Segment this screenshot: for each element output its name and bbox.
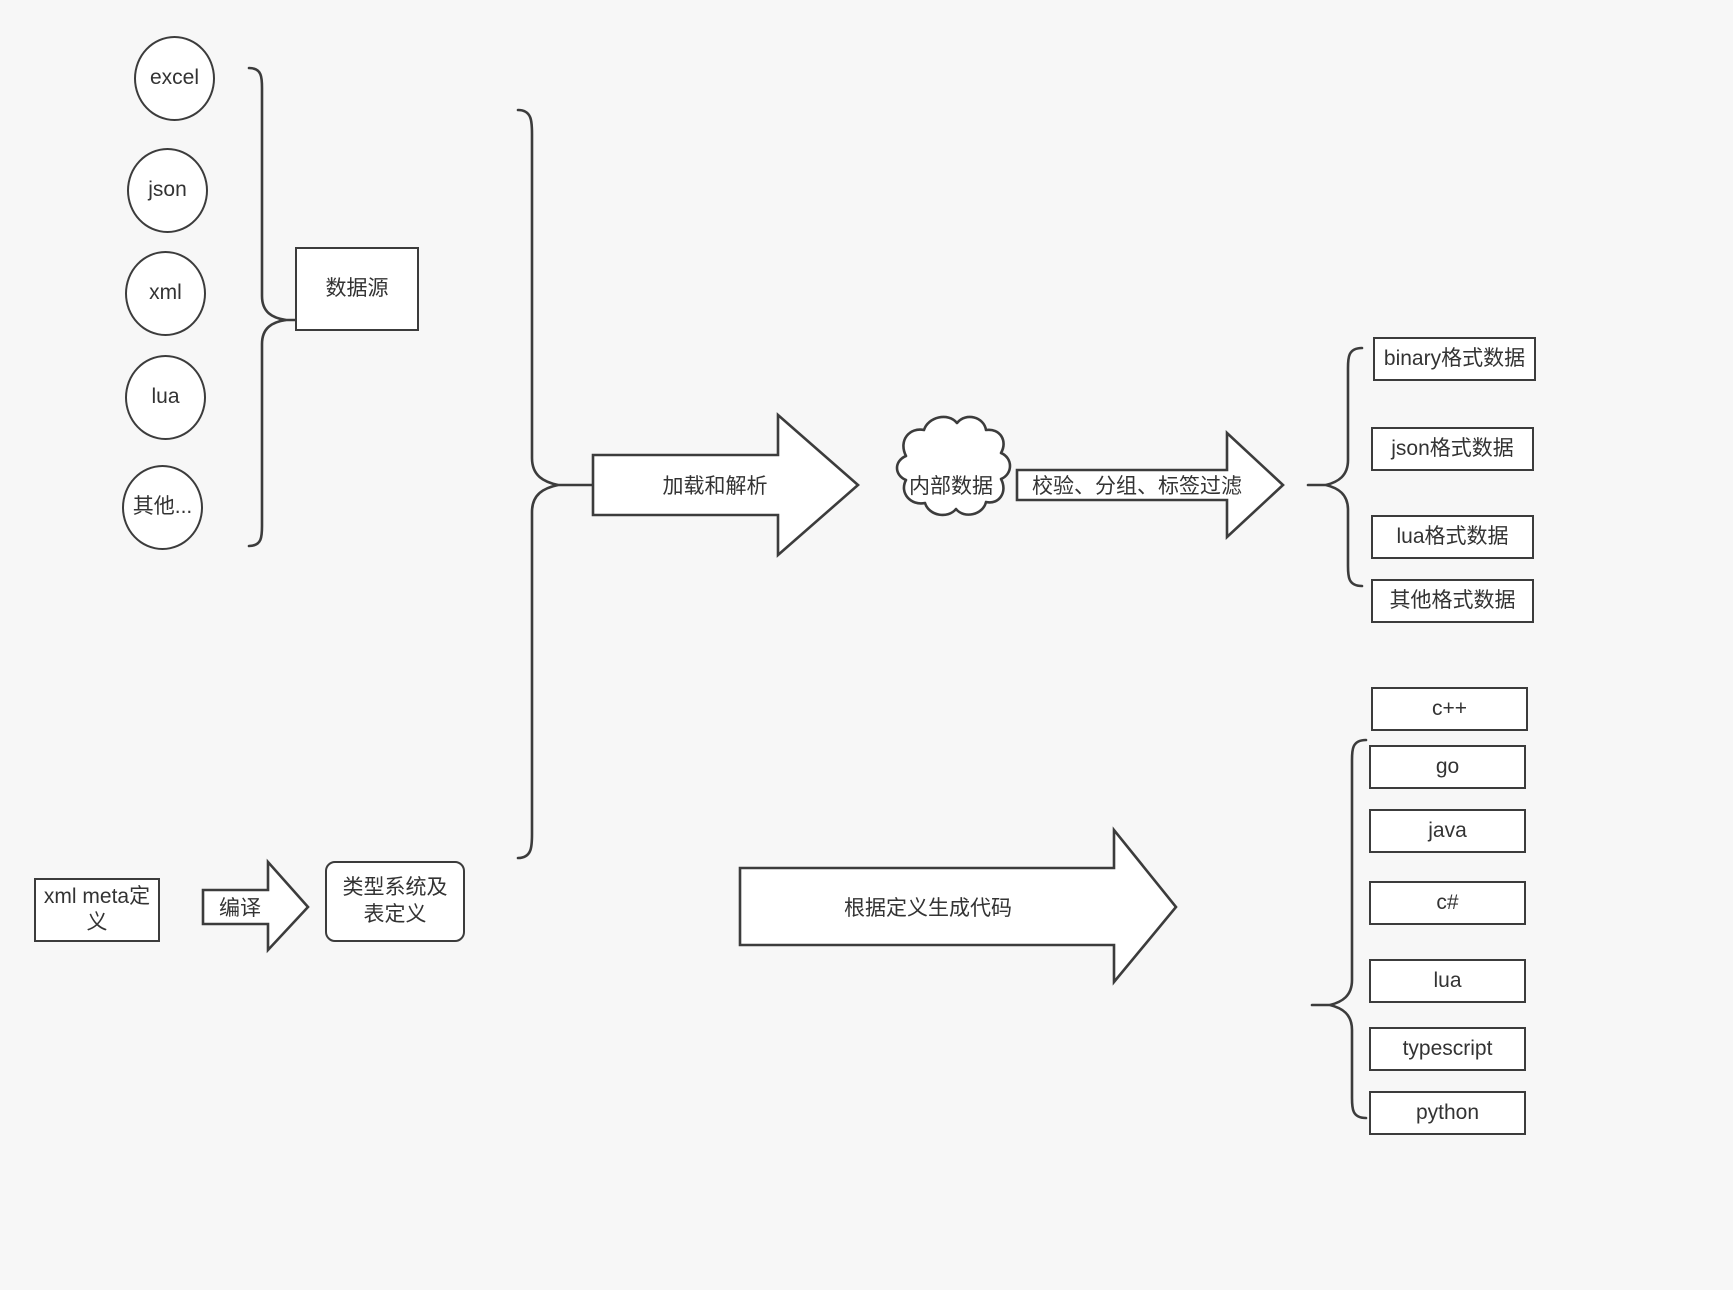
data-source-box-label: 数据源 [325, 276, 389, 300]
source-node-other[interactable]: 其他... [122, 465, 203, 550]
output-language-typescript[interactable]: typescript [1369, 1027, 1526, 1071]
source-node-json-label: json [148, 178, 187, 202]
output-language-go-label: go [1435, 754, 1460, 778]
output-format-other-label: 其他格式数据 [1389, 588, 1516, 612]
output-language-python[interactable]: python [1369, 1091, 1526, 1135]
codegen-arrow [738, 826, 1178, 986]
output-format-other[interactable]: 其他格式数据 [1371, 579, 1534, 623]
output-language-csharp-label: c# [1436, 890, 1459, 914]
output-language-lua-label: lua [1433, 968, 1462, 992]
source-node-lua[interactable]: lua [125, 355, 206, 440]
output-language-python-label: python [1415, 1100, 1480, 1124]
internal-data-cloud [895, 415, 1012, 517]
source-node-lua-label: lua [151, 385, 180, 409]
source-node-json[interactable]: json [127, 148, 208, 233]
data-source-box[interactable]: 数据源 [295, 247, 419, 331]
output-language-java-label: java [1428, 818, 1467, 842]
output-format-lua-label: lua格式数据 [1396, 524, 1509, 548]
source-node-xml[interactable]: xml [125, 251, 206, 336]
source-node-excel[interactable]: excel [134, 36, 215, 121]
output-language-cpp[interactable]: c++ [1371, 687, 1528, 731]
data-source-brace [247, 66, 287, 548]
output-language-java[interactable]: java [1369, 809, 1526, 853]
pipeline-input-brace [516, 108, 559, 860]
xml-meta-definition-label: xml meta定义 [43, 884, 151, 934]
output-format-json[interactable]: json格式数据 [1371, 427, 1534, 471]
output-language-go[interactable]: go [1369, 745, 1526, 789]
output-language-csharp[interactable]: c# [1369, 881, 1526, 925]
output-format-binary-label: binary格式数据 [1383, 346, 1526, 370]
output-format-json-label: json格式数据 [1391, 436, 1514, 460]
xml-meta-definition-box[interactable]: xml meta定义 [34, 878, 160, 942]
compile-arrow [201, 858, 310, 954]
output-language-cpp-label: c++ [1431, 696, 1468, 720]
source-node-other-label: 其他... [132, 495, 193, 519]
language-brace [1329, 738, 1368, 1120]
output-format-lua[interactable]: lua格式数据 [1371, 515, 1534, 559]
source-node-excel-label: excel [149, 66, 200, 90]
type-system-box[interactable]: 类型系统及表定义 [325, 861, 465, 942]
data-format-brace [1325, 346, 1364, 588]
output-language-typescript-label: typescript [1402, 1036, 1493, 1060]
output-format-binary[interactable]: binary格式数据 [1373, 337, 1536, 381]
source-node-xml-label: xml [149, 281, 182, 305]
output-language-lua[interactable]: lua [1369, 959, 1526, 1003]
validate-group-filter-arrow [1015, 430, 1285, 540]
type-system-label: 类型系统及表定义 [342, 876, 448, 926]
load-parse-arrow [591, 412, 860, 558]
